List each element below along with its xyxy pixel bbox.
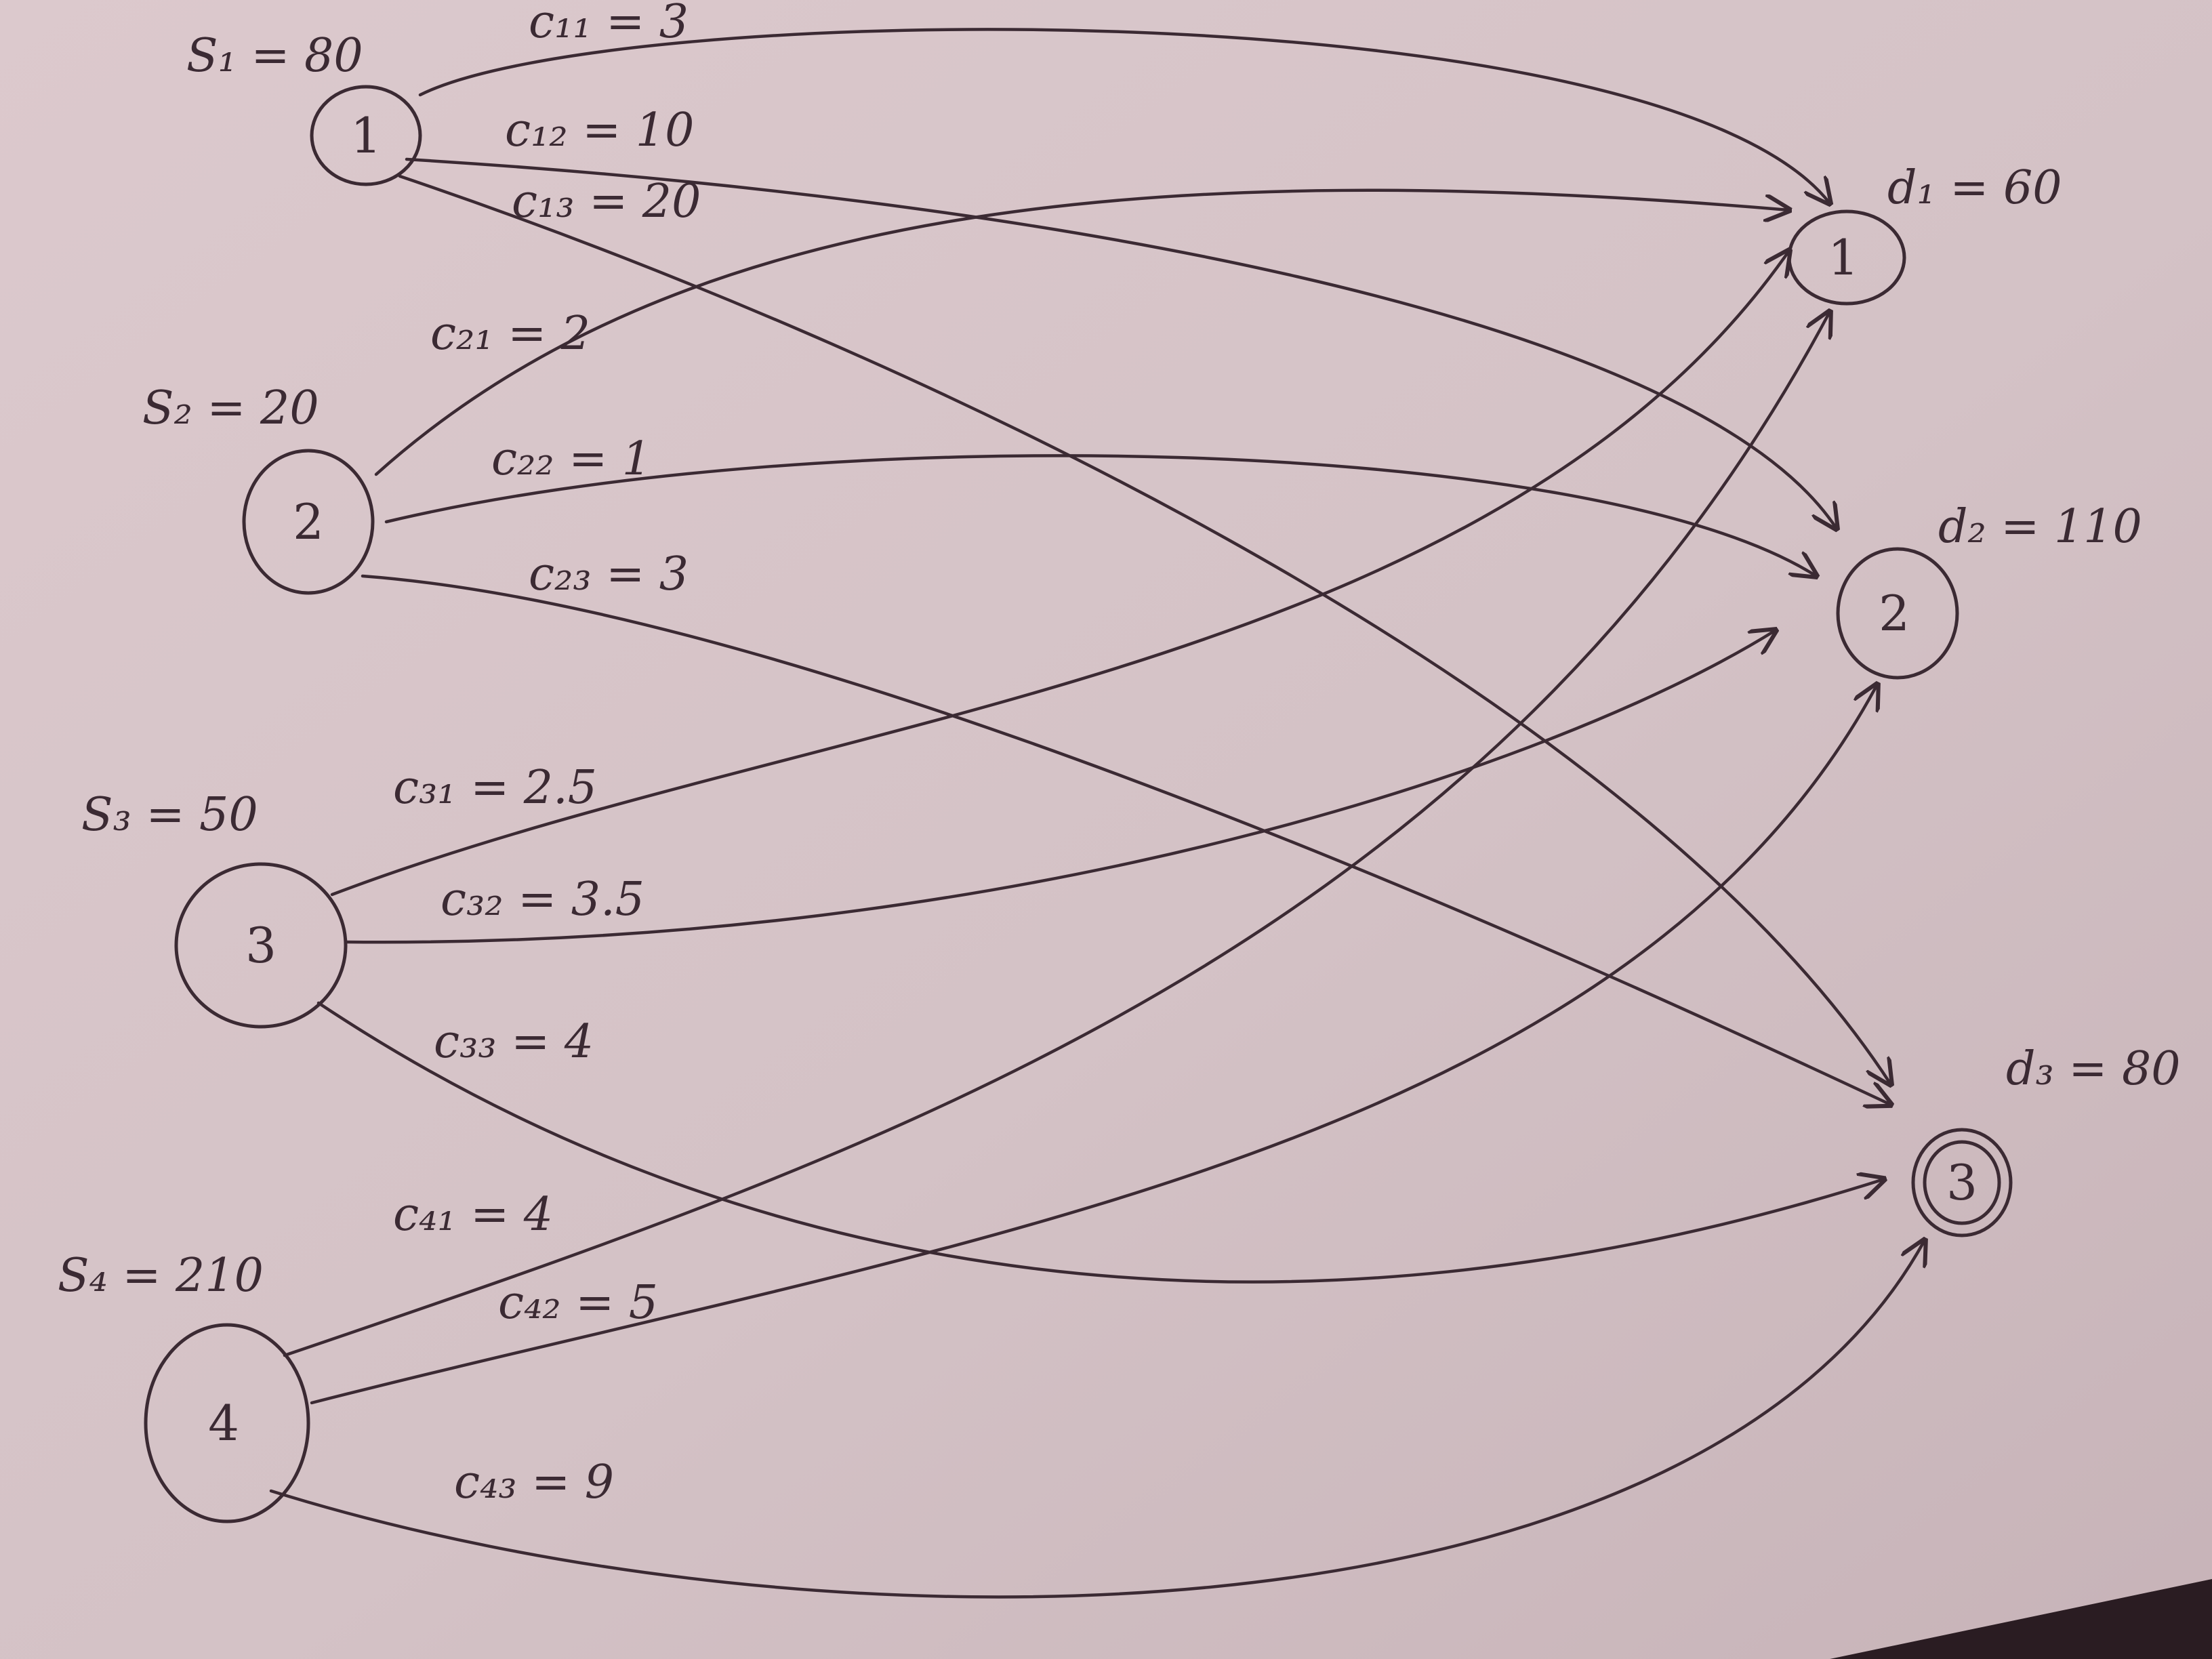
cost-label-2-3: c₂₃ = 3 [529, 548, 689, 601]
supply-labels: S₁ = 80 S₂ = 20 S₃ = 50 S₄ = 210 [58, 29, 363, 1303]
edge-2-2 [384, 454, 1816, 576]
cost-label-3-2: c₃₂ = 3.5 [441, 873, 644, 926]
edge-3-1 [330, 251, 1789, 897]
edge-4-3 [269, 1240, 1925, 1599]
edge-4-2 [310, 684, 1877, 1405]
svg-text:3: 3 [1946, 1154, 1978, 1211]
cost-label-1-2: c₁₂ = 10 [505, 104, 694, 157]
svg-text:3: 3 [245, 917, 276, 974]
cost-label-1-1: c₁₁ = 3 [529, 0, 689, 49]
edge-3-3 [316, 1001, 1884, 1284]
demand-label-2: d₂ = 110 [1938, 500, 2142, 554]
edge-2-1 [374, 188, 1789, 476]
sink-node-2: 2 [1836, 547, 1959, 680]
cost-label-4-1: c₄₁ = 4 [393, 1188, 553, 1242]
supply-label-2: S₂ = 20 [142, 382, 319, 435]
supply-label-3: S₃ = 50 [81, 788, 258, 842]
sink-node-3: 3 [1911, 1128, 2013, 1237]
cost-label-3-3: c₃₃ = 4 [434, 1015, 594, 1069]
edges [269, 28, 1925, 1599]
source-node-4: 4 [144, 1323, 310, 1523]
demand-label-1: d₁ = 60 [1887, 161, 2062, 215]
svg-text:1: 1 [350, 107, 382, 164]
cost-label-4-2: c₄₂ = 5 [498, 1276, 658, 1330]
sink-node-1: 1 [1787, 209, 1906, 306]
supply-label-4: S₄ = 210 [58, 1249, 264, 1303]
sink-nodes: 1 2 3 [1787, 209, 2013, 1237]
cost-label-2-1: c₂₁ = 2 [430, 307, 590, 361]
source-nodes: 1 2 3 4 [144, 85, 422, 1523]
supply-label-1: S₁ = 80 [186, 29, 363, 83]
svg-text:4: 4 [208, 1395, 239, 1452]
cost-labels: c₁₁ = 3 c₁₂ = 10 c₁₃ = 20 c₂₁ = 2 c₂₂ = … [393, 0, 701, 1509]
svg-text:1: 1 [1828, 229, 1859, 286]
edge-2-3 [361, 574, 1891, 1105]
svg-text:2: 2 [293, 493, 324, 550]
edge-4-1 [283, 312, 1830, 1357]
edge-1-3 [398, 174, 1891, 1084]
source-node-2: 2 [242, 449, 375, 595]
edge-3-2 [344, 630, 1776, 944]
cost-label-2-2: c₂₂ = 1 [491, 432, 651, 486]
demand-labels: d₁ = 60 d₂ = 110 d₃ = 80 [1887, 161, 2181, 1096]
edge-1-2 [405, 157, 1837, 529]
source-node-1: 1 [310, 85, 422, 186]
cost-label-3-1: c₃₁ = 2.5 [393, 761, 597, 815]
demand-label-3: d₃ = 80 [2006, 1042, 2181, 1096]
edge-1-1 [418, 28, 1830, 203]
source-node-3: 3 [174, 862, 348, 1029]
cost-label-1-3: c₁₃ = 20 [512, 175, 701, 228]
svg-text:2: 2 [1879, 585, 1910, 642]
cost-label-4-3: c₄₃ = 9 [454, 1456, 614, 1509]
